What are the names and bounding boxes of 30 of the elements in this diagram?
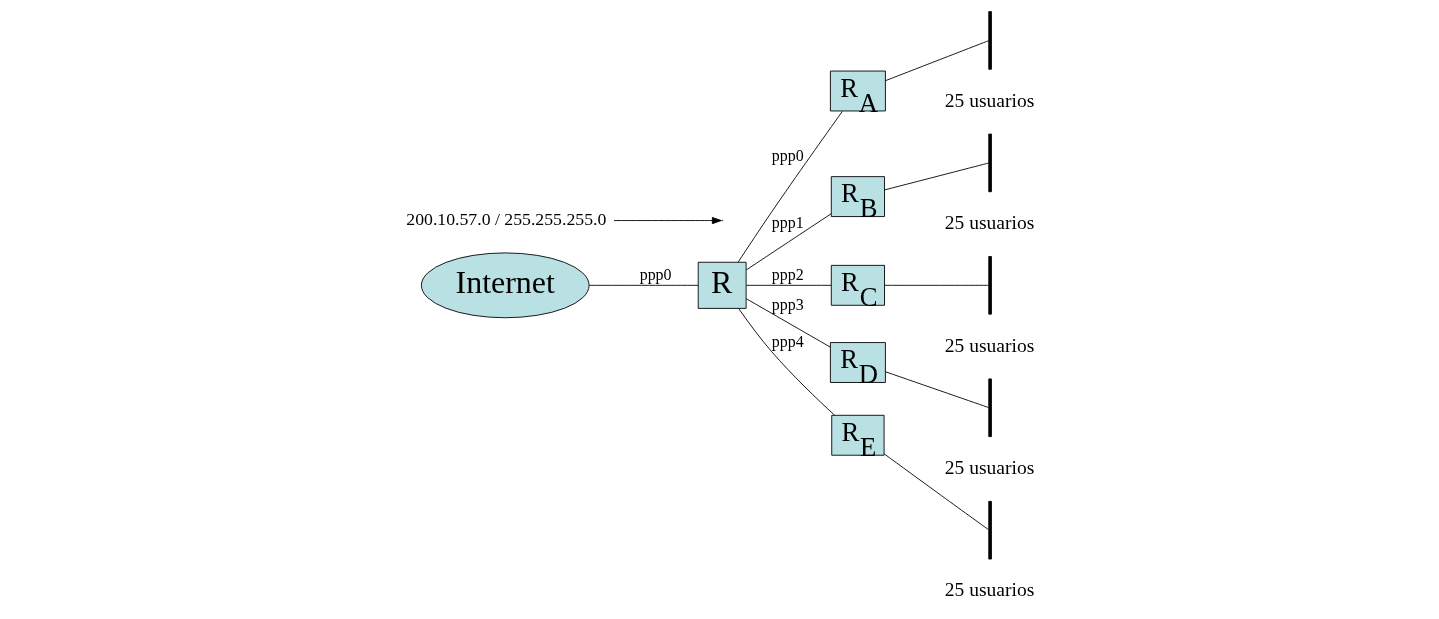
connector bbox=[745, 284, 832, 286]
connector bbox=[883, 453, 989, 531]
edge-label: ppp0 bbox=[639, 266, 672, 284]
connector bbox=[737, 110, 843, 263]
connector bbox=[884, 284, 989, 286]
connector bbox=[885, 40, 989, 82]
node-ellipse: Internet bbox=[420, 252, 590, 319]
edge-label: ppp0 bbox=[771, 146, 804, 164]
edge-label: ppp2 bbox=[771, 266, 804, 284]
node-label: 25 usuarios bbox=[944, 89, 1035, 111]
connector bbox=[885, 371, 989, 408]
edge-label: ppp1 bbox=[771, 214, 804, 232]
node-label: 25 usuarios bbox=[944, 334, 1035, 356]
node-label: 25 usuarios bbox=[944, 212, 1035, 234]
node-label: 25 usuarios bbox=[944, 456, 1035, 478]
node-label: 25 usuarios bbox=[944, 579, 1035, 601]
connector bbox=[738, 308, 836, 416]
node-bar bbox=[988, 11, 992, 70]
node-text: 200.10.57.0 / 255.255.255.0 bbox=[406, 208, 607, 229]
node-bar bbox=[988, 133, 992, 193]
node-bar bbox=[988, 378, 992, 438]
connector bbox=[745, 298, 831, 348]
connector bbox=[745, 213, 832, 271]
node-bar bbox=[988, 500, 992, 560]
connector bbox=[588, 284, 699, 286]
edge-label: ppp4 bbox=[771, 332, 804, 350]
connector bbox=[884, 162, 989, 191]
node-bar bbox=[988, 256, 992, 315]
node-box: R bbox=[697, 261, 747, 309]
edge-label: ppp3 bbox=[771, 295, 804, 313]
